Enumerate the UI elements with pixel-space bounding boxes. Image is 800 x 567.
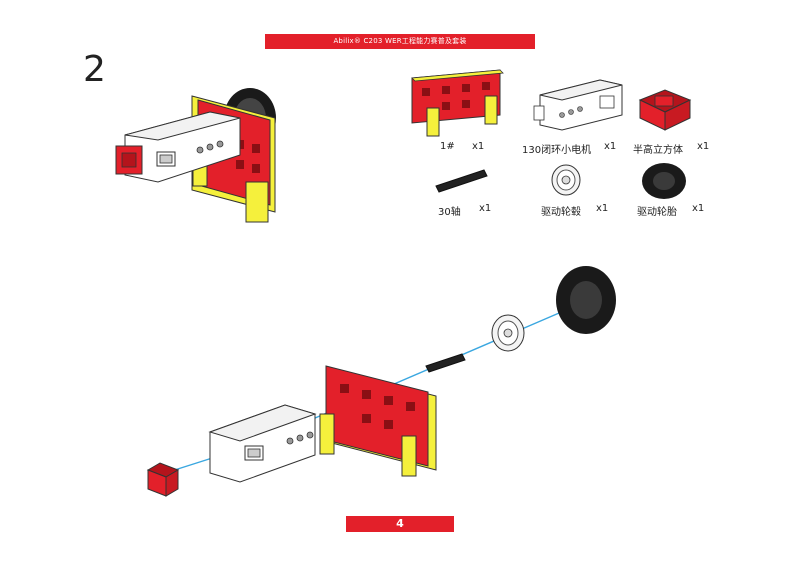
part-name-axle: 30轴 xyxy=(438,207,461,218)
part-qty-hub: x1 xyxy=(596,203,609,214)
step-number: 2 xyxy=(83,49,106,90)
exploded-assembly xyxy=(146,266,616,497)
part-qty-half-cube: x1 xyxy=(697,141,710,152)
part-name-hub: 驱动轮毂 xyxy=(541,207,581,218)
part-name-1-plate: 1# xyxy=(440,141,455,152)
part-qty-tire: x1 xyxy=(692,203,705,214)
part-name-motor: 130闭环小电机 xyxy=(522,145,592,156)
part-name-tire: 驱动轮胎 xyxy=(637,207,677,218)
part-qty-axle: x1 xyxy=(479,203,492,214)
completed-assembly-preview xyxy=(115,88,276,223)
manual-title-banner: Abilix® C203 WER工程能力赛普及套装 xyxy=(265,34,535,49)
part-icon-hub xyxy=(551,164,581,196)
part-qty-1-plate: x1 xyxy=(472,141,485,152)
part-qty-motor: x1 xyxy=(604,141,617,152)
part-icon-tire xyxy=(642,163,686,199)
part-icon-motor xyxy=(533,79,623,131)
page-number-badge: 4 xyxy=(346,516,454,532)
part-name-half-cube: 半高立方体 xyxy=(633,145,683,156)
part-icon-half-cube xyxy=(638,89,692,131)
part-icon-axle xyxy=(435,169,488,193)
part-icon-1-plate xyxy=(411,69,504,137)
